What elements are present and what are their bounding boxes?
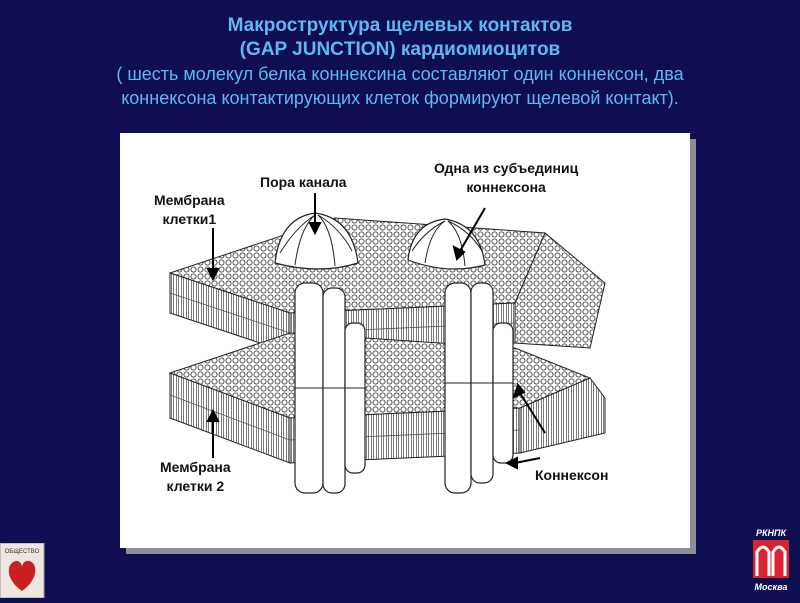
- label-membrane-cell-1: Мембрана клетки1: [154, 191, 225, 229]
- membrane-cell-1: [170, 218, 605, 353]
- gap-junction-diagram: Мембрана клетки1 Пора канала Одна из суб…: [120, 133, 690, 548]
- label-membrane-cell-2: Мембрана клетки 2: [160, 458, 231, 496]
- slide-title: Макроструктура щелевых контактов (GAP JU…: [0, 14, 800, 110]
- subtitle-line-1: ( шесть молекул белка коннексина составл…: [0, 62, 800, 86]
- rknpk-emblem-icon: [751, 538, 791, 580]
- label-membrane-2-line-2: клетки 2: [160, 477, 231, 496]
- rknpk-logo: РКНПК Москва: [746, 528, 796, 598]
- title-line-1: Макроструктура щелевых контактов: [0, 14, 800, 38]
- label-subunit-line-1: Одна из субъединиц: [434, 159, 578, 178]
- label-membrane-1-line-2: клетки1: [154, 210, 225, 229]
- membrane-cell-2: [170, 333, 605, 463]
- society-logo: ОБЩЕСТВО: [0, 543, 46, 598]
- label-subunit-line-2: коннексона: [434, 178, 578, 197]
- label-connexon-subunit: Одна из субъединиц коннексона: [434, 159, 578, 197]
- subtitle-line-2: коннексона контактирующих клеток формиру…: [0, 86, 800, 110]
- label-channel-pore: Пора канала: [260, 173, 347, 192]
- rknpk-logo-bottom-text: Москва: [746, 582, 796, 592]
- society-logo-text: ОБЩЕСТВО: [5, 549, 40, 555]
- label-connexon: Коннексон: [535, 466, 608, 485]
- title-line-2: (GAP JUNCTION) кардиомиоцитов: [0, 38, 800, 62]
- label-membrane-1-line-1: Мембрана: [154, 191, 225, 210]
- label-membrane-2-line-1: Мембрана: [160, 458, 231, 477]
- rknpk-logo-top-text: РКНПК: [746, 528, 796, 538]
